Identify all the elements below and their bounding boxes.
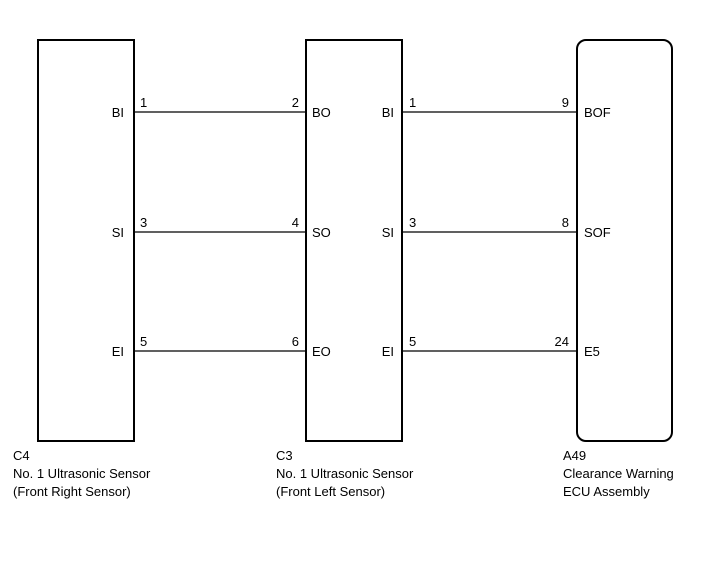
- a49-connector-code: A49: [563, 448, 586, 463]
- a49-component-name: Clearance Warning: [563, 466, 674, 481]
- c3-left-pin-number: 4: [292, 215, 299, 230]
- c4-sensor-box: [37, 39, 135, 442]
- a49-ecu-box: [576, 39, 673, 442]
- a49-pin-number: 24: [555, 334, 569, 349]
- c4-component-name: No. 1 Ultrasonic Sensor: [13, 466, 151, 481]
- c3-right-pin-number: 3: [409, 215, 416, 230]
- a49-component-detail: ECU Assembly: [563, 484, 650, 499]
- a49-pin-number: 8: [562, 215, 569, 230]
- c4-component-detail: (Front Right Sensor): [13, 484, 131, 499]
- c3-sensor-box: [305, 39, 403, 442]
- c3-right-pin-name: EI: [382, 344, 394, 359]
- a49-pin-name: SOF: [584, 225, 611, 240]
- c3-right-pin-number: 1: [409, 95, 416, 110]
- c4-connector-code: C4: [13, 448, 30, 463]
- c4-pin-name: SI: [112, 225, 124, 240]
- c3-connector-code: C3: [276, 448, 293, 463]
- c4-pin-number: 1: [140, 95, 147, 110]
- c3-component-detail: (Front Left Sensor): [276, 484, 385, 499]
- c3-left-pin-name: EO: [312, 344, 331, 359]
- c4-pin-number: 3: [140, 215, 147, 230]
- c3-right-pin-name: BI: [382, 105, 394, 120]
- c3-right-pin-name: SI: [382, 225, 394, 240]
- c3-left-pin-number: 6: [292, 334, 299, 349]
- a49-pin-number: 9: [562, 95, 569, 110]
- a49-pin-name: BOF: [584, 105, 611, 120]
- a49-pin-name: E5: [584, 344, 600, 359]
- c4-pin-name: EI: [112, 344, 124, 359]
- c3-right-pin-number: 5: [409, 334, 416, 349]
- c3-left-pin-name: SO: [312, 225, 331, 240]
- c3-component-name: No. 1 Ultrasonic Sensor: [276, 466, 414, 481]
- c3-left-pin-number: 2: [292, 95, 299, 110]
- c4-pin-name: BI: [112, 105, 124, 120]
- c4-pin-number: 5: [140, 334, 147, 349]
- c3-left-pin-name: BO: [312, 105, 331, 120]
